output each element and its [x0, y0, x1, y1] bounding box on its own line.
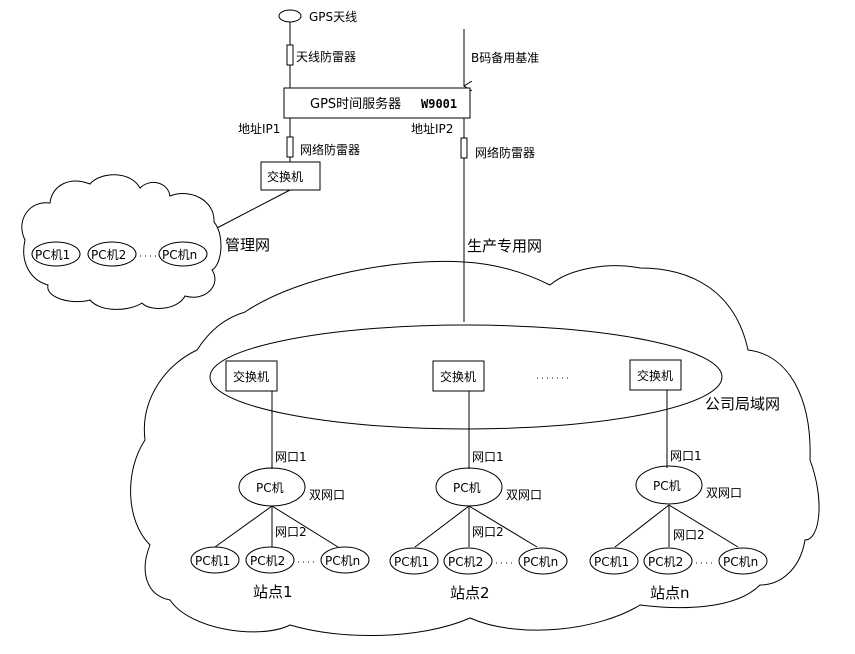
gps-antenna-label: GPS天线	[309, 10, 357, 24]
gps-time-server-model: W9001	[421, 97, 457, 111]
site-pc-2	[443, 547, 493, 575]
site-pc-n	[518, 547, 568, 575]
lan-switch-1: 交换机	[225, 360, 278, 392]
management-cloud	[21, 174, 222, 310]
site-name: 站点2	[450, 584, 490, 602]
svg-text:交换机: 交换机	[440, 369, 476, 384]
site-name: 站点1	[253, 583, 293, 601]
management-switch-box	[260, 161, 321, 191]
production-network-label: 生产专用网	[467, 237, 542, 255]
site-1: 网口1 PC机 双网口 网口2 PC机1 PC机2 PC机n 站点1	[190, 391, 370, 601]
net-arrester-1-icon	[286, 136, 294, 158]
lan-switch-2: 交换机	[432, 360, 485, 392]
site-pc-2	[643, 547, 693, 575]
site-2: 网口1 PC机 双网口 网口2 PC机1 PC机2 PC机n 站点2	[389, 391, 568, 602]
gps-antenna-icon	[278, 9, 302, 23]
management-pc-1: PC机1	[31, 241, 81, 267]
svg-text:PC机2: PC机2	[91, 248, 126, 262]
site-port1-label: 网口1	[472, 450, 504, 464]
company-lan-label: 公司局域网	[705, 395, 780, 413]
svg-text:PC机1: PC机1	[35, 248, 70, 262]
management-link	[216, 189, 291, 229]
management-switch-label: 交换机	[267, 169, 303, 184]
management-pc-n: PC机n	[158, 241, 208, 267]
site-dual-port-label: 双网口	[309, 488, 345, 502]
lan-switch-n: 交换机	[629, 359, 682, 391]
svg-text:PC机2: PC机2	[448, 555, 483, 569]
management-pc-2: PC机2	[87, 241, 137, 267]
svg-text:PC机n: PC机n	[523, 555, 558, 569]
svg-text:PC机2: PC机2	[250, 554, 285, 568]
gps-time-server-box	[283, 87, 471, 119]
management-network-label: 管理网	[225, 236, 270, 254]
site-port1-label: 网口1	[275, 450, 307, 464]
address-ip1-label: 地址IP1	[238, 122, 280, 136]
site-port2-label: 网口2	[275, 525, 307, 539]
address-ip2-label: 地址IP2	[411, 122, 453, 136]
svg-text:PC机n: PC机n	[325, 554, 360, 568]
site-name: 站点n	[650, 584, 690, 602]
svg-text:PC机: PC机	[653, 479, 681, 493]
net-arrester-2-label: 网络防雷器	[475, 145, 535, 160]
antenna-arrester-label: 天线防雷器	[296, 49, 356, 64]
site-pc-1	[190, 546, 240, 574]
svg-text:交换机: 交换机	[233, 369, 269, 384]
company-lan-ellipse	[209, 324, 723, 430]
svg-text:PC机n: PC机n	[723, 555, 758, 569]
svg-text:PC机1: PC机1	[195, 554, 230, 568]
site-main-pc	[635, 465, 703, 505]
site-dual-port-label: 双网口	[506, 488, 542, 502]
svg-text:PC机1: PC机1	[394, 555, 429, 569]
svg-text:PC机: PC机	[453, 481, 481, 495]
site-port2-label: 网口2	[673, 528, 705, 542]
gps-time-server-label: GPS时间服务器	[310, 96, 401, 112]
site-dual-port-label: 双网口	[706, 486, 742, 500]
svg-text:PC机: PC机	[256, 481, 284, 495]
site-port2-label: 网口2	[472, 525, 504, 539]
site-pc-1	[389, 547, 439, 575]
net-arrester-1-label: 网络防雷器	[300, 142, 360, 157]
svg-text:交换机: 交换机	[637, 368, 673, 383]
svg-text:PC机1: PC机1	[594, 555, 629, 569]
antenna-arrester-icon	[286, 44, 294, 66]
site-pc-n	[718, 547, 768, 575]
site-pc-2	[245, 546, 295, 574]
net-arrester-2-icon	[460, 137, 468, 159]
production-cloud	[130, 260, 820, 636]
svg-text:PC机n: PC机n	[162, 248, 197, 262]
site-port1-label: 网口1	[670, 449, 702, 463]
site-pc-n	[320, 546, 370, 574]
site-n: 网口1 PC机 双网口 网口2 PC机1 PC机2 PC机n 站点n	[589, 390, 768, 602]
svg-text:PC机2: PC机2	[648, 555, 683, 569]
site-pc-1	[589, 547, 639, 575]
b-code-ref-label: B码备用基准	[471, 51, 539, 65]
